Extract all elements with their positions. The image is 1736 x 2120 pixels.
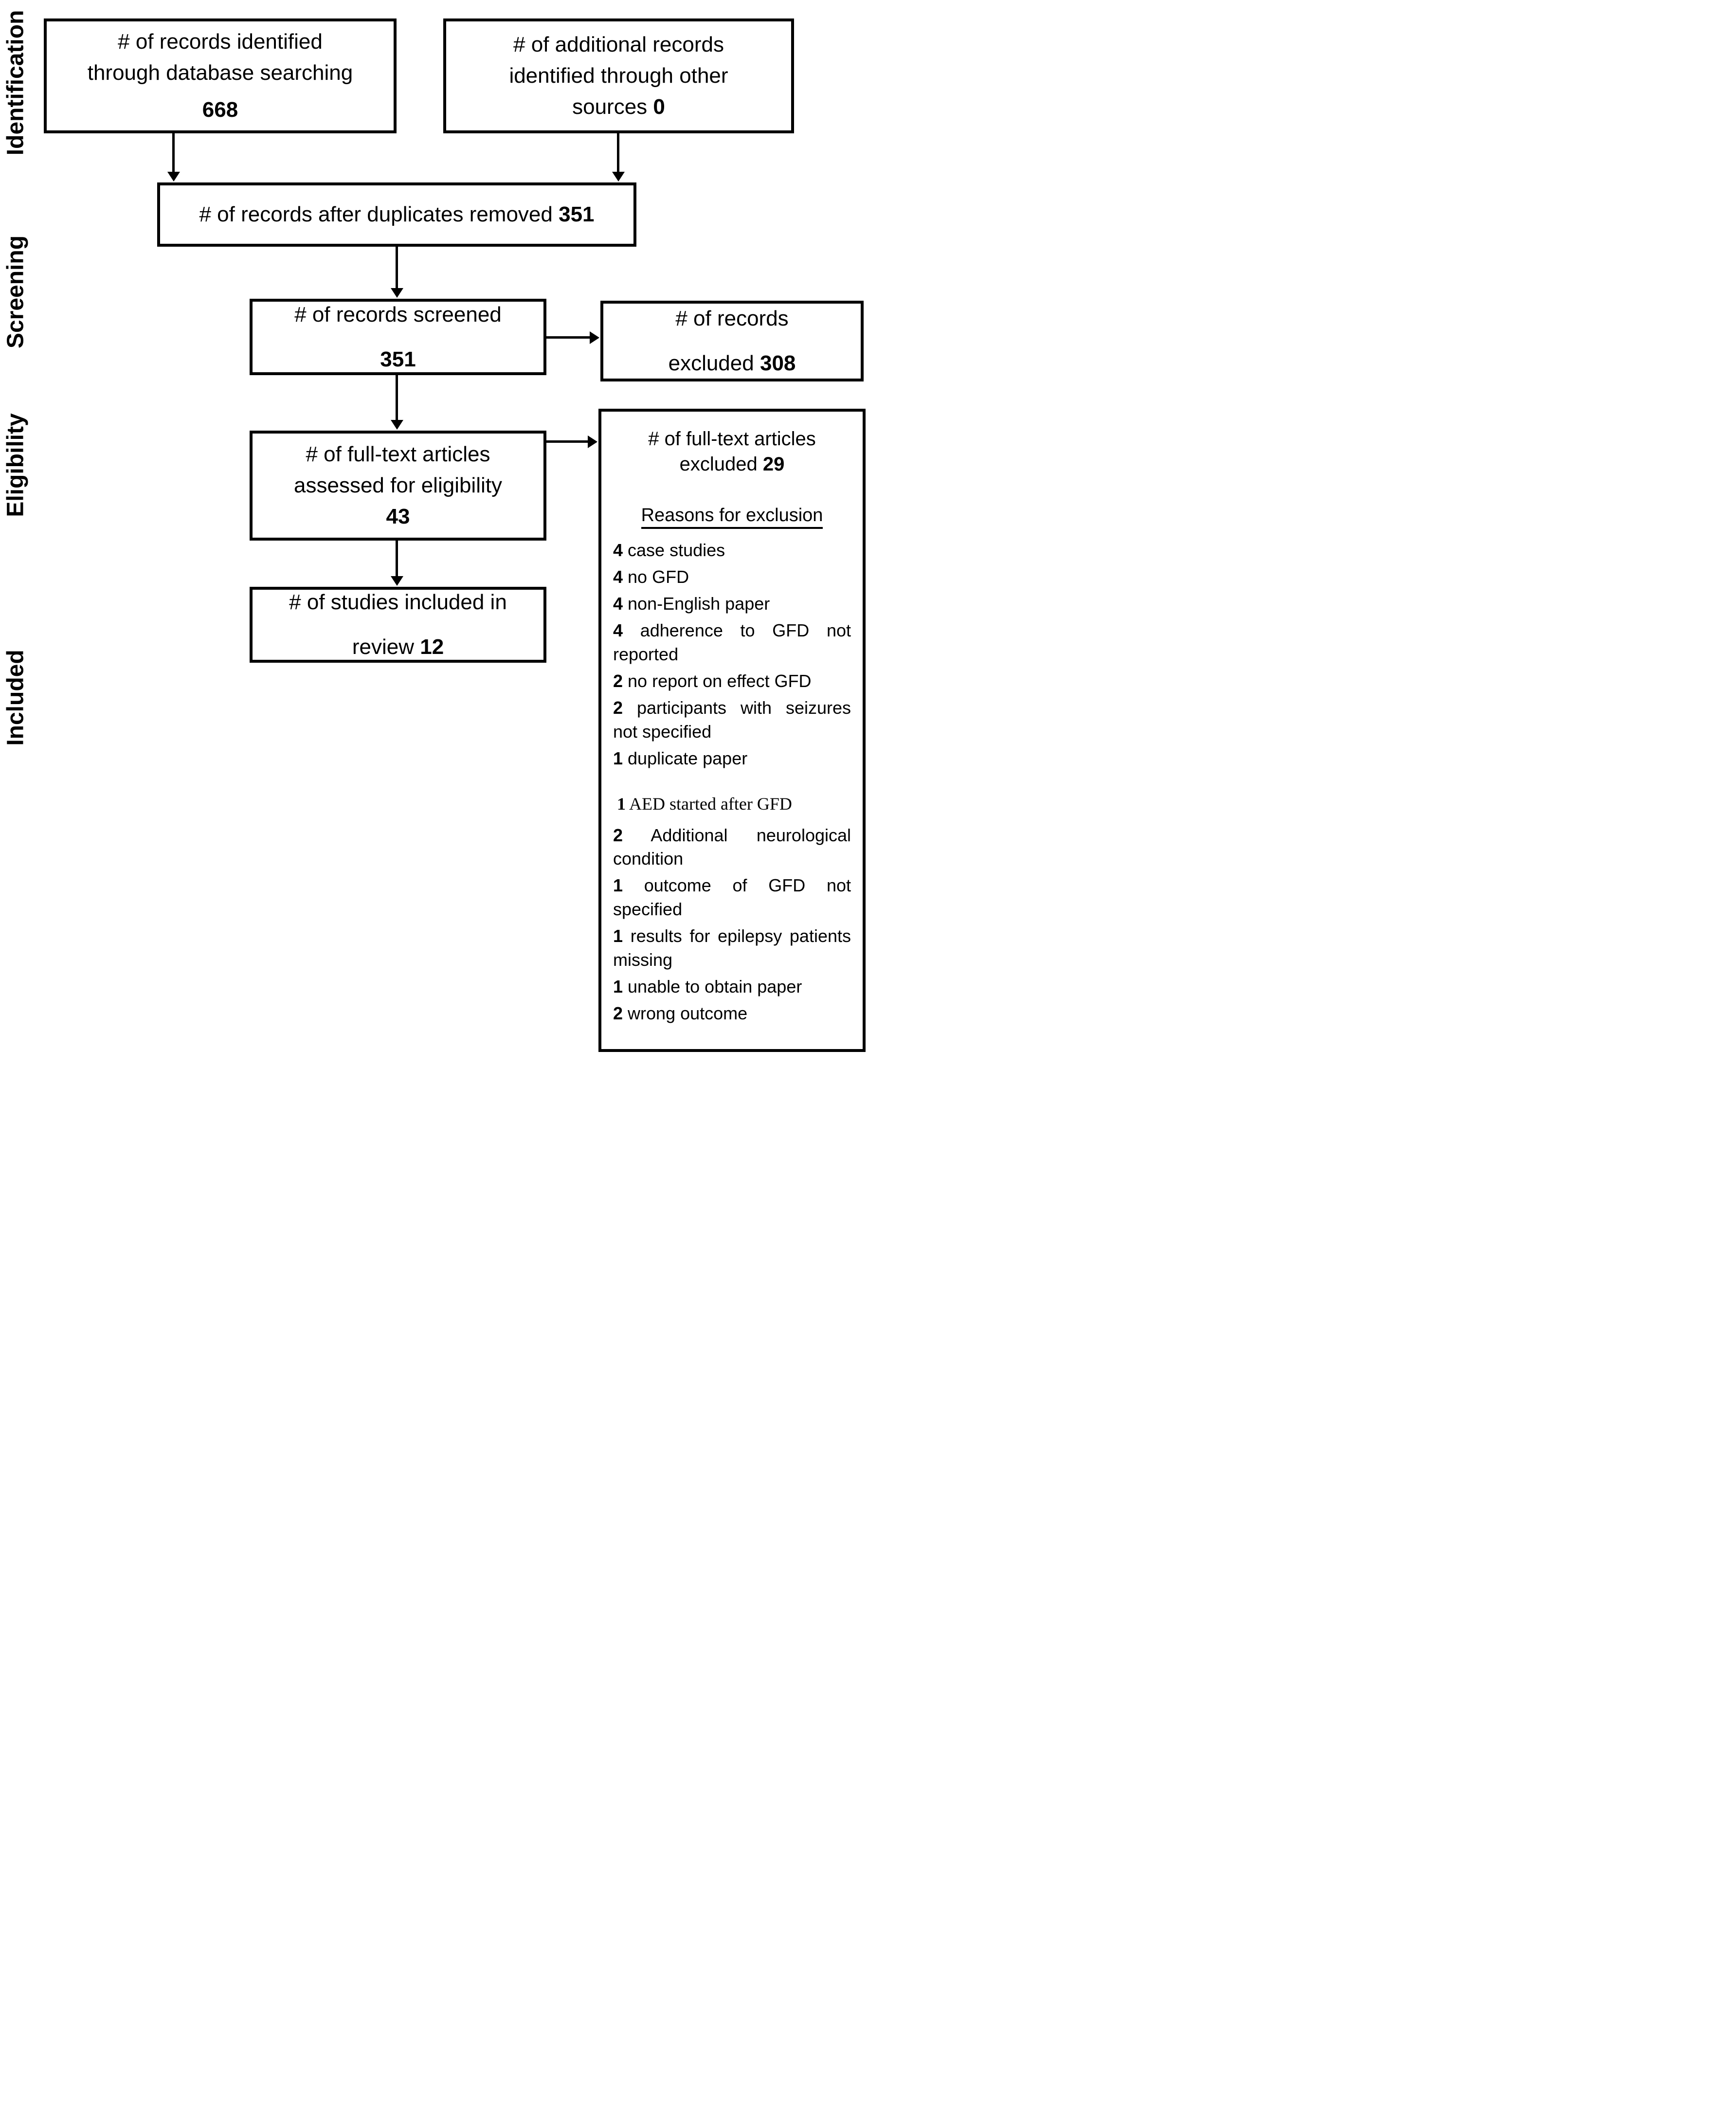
exclusion-reason: 2 Additional neurological condition bbox=[613, 825, 851, 869]
exclusion-reason: 1 results for epilepsy patients missing bbox=[613, 926, 851, 970]
records-excluded-line1: # of records bbox=[675, 307, 789, 331]
fulltext-assessed-line2: assessed for eligibility bbox=[294, 473, 502, 498]
fulltext-excluded-header: # of full-text articles excluded 29 bbox=[613, 426, 851, 477]
prisma-flow-diagram: Identification Screening Eligibility Inc… bbox=[0, 0, 868, 1060]
records-excluded-line2: excluded 308 bbox=[603, 348, 861, 379]
studies-included-line2: review 12 bbox=[253, 632, 543, 663]
box-additional-records-text: # of additional records identified throu… bbox=[446, 29, 791, 122]
exclusion-reason: 2 participants with seizures not specifi… bbox=[613, 697, 851, 742]
reasons-heading-text: Reasons for exclusion bbox=[641, 505, 823, 529]
duplicates-removed-label: # of records after duplicates removed bbox=[199, 202, 553, 227]
exclusion-reason-count: 2 bbox=[613, 1003, 623, 1024]
arrowhead-down-additional-icon bbox=[612, 172, 625, 181]
records-identified-count: 668 bbox=[202, 97, 238, 122]
studies-included-count: 12 bbox=[420, 635, 444, 659]
box-records-excluded-text: # of records excluded 308 bbox=[603, 303, 861, 379]
exclusion-reason-count: 4 bbox=[613, 620, 623, 640]
records-excluded-line2-prefix: excluded bbox=[668, 351, 754, 375]
connector-additional-to-duplicates bbox=[617, 132, 619, 174]
exclusion-reason: 1 AED started after GFD bbox=[617, 794, 792, 814]
fulltext-excluded-line2-prefix: excluded bbox=[679, 453, 758, 475]
box-records-identified: # of records identified through database… bbox=[44, 18, 397, 133]
exclusion-reason: 1 outcome of GFD not specified bbox=[613, 875, 851, 920]
arrowhead-right-fulltext-icon bbox=[588, 435, 597, 448]
arrowhead-down-duplicates-icon bbox=[391, 288, 403, 298]
fulltext-excluded-line2: excluded 29 bbox=[613, 452, 851, 477]
box-additional-records: # of additional records identified throu… bbox=[443, 18, 794, 133]
exclusion-reasons-list: 4 case studies 4 no GFD 4 non-English pape… bbox=[613, 539, 851, 1029]
exclusion-reason: 1 duplicate paper bbox=[613, 748, 748, 768]
additional-records-line1: # of additional records bbox=[513, 33, 724, 57]
exclusion-reason: 4 no GFD bbox=[613, 566, 689, 587]
arrowhead-right-screened-icon bbox=[590, 331, 599, 344]
box-fulltext-excluded: # of full-text articles excluded 29 Reas… bbox=[598, 409, 866, 1052]
exclusion-reason-count: 1 bbox=[613, 926, 623, 946]
box-duplicates-removed: # of records after duplicates removed 35… bbox=[157, 182, 636, 247]
box-duplicates-removed-text: # of records after duplicates removed 35… bbox=[160, 199, 633, 230]
stage-label-eligibility: Eligibility bbox=[2, 413, 29, 517]
connector-screened-to-fulltext bbox=[396, 374, 398, 421]
box-records-excluded: # of records excluded 308 bbox=[600, 301, 864, 381]
connector-fulltext-to-fulltext-excluded bbox=[545, 440, 590, 443]
stage-label-identification: Identification bbox=[2, 10, 29, 156]
exclusion-reason-count: 1 bbox=[617, 794, 626, 814]
studies-included-line2-prefix: review bbox=[352, 635, 414, 659]
exclusion-reason-count: 2 bbox=[613, 697, 623, 718]
additional-records-line2: identified through other bbox=[509, 64, 728, 88]
exclusion-reason: 4 case studies bbox=[613, 540, 725, 560]
box-fulltext-assessed-text: # of full-text articles assessed for eli… bbox=[253, 439, 543, 532]
exclusion-reason-count: 1 bbox=[613, 748, 623, 768]
exclusion-reason: 2 no report on effect GFD bbox=[613, 670, 812, 691]
connector-identified-to-duplicates bbox=[172, 132, 175, 174]
exclusion-reason-count: 1 bbox=[613, 977, 623, 997]
records-identified-line2: through database searching bbox=[87, 61, 353, 85]
records-identified-line1: # of records identified bbox=[118, 30, 323, 54]
connector-screened-to-excluded bbox=[545, 336, 592, 339]
fulltext-assessed-count: 43 bbox=[386, 504, 410, 528]
arrowhead-down-fulltext-icon bbox=[391, 576, 403, 586]
reasons-heading: Reasons for exclusion bbox=[613, 505, 851, 529]
exclusion-reason: 4 adherence to GFD not reported bbox=[613, 620, 851, 664]
fulltext-excluded-line1: # of full-text articles bbox=[648, 428, 816, 450]
box-records-screened-text: # of records screened 351 bbox=[253, 299, 543, 375]
box-fulltext-assessed: # of full-text articles assessed for eli… bbox=[250, 431, 546, 541]
stage-label-included: Included bbox=[2, 650, 29, 746]
additional-records-line3-prefix: sources bbox=[572, 94, 648, 119]
exclusion-reason: 2 wrong outcome bbox=[613, 1003, 748, 1024]
arrowhead-down-screened-icon bbox=[391, 420, 403, 430]
exclusion-reason-count: 2 bbox=[613, 670, 623, 691]
arrowhead-down-identified-icon bbox=[167, 172, 180, 181]
studies-included-line1: # of studies included in bbox=[289, 590, 507, 615]
box-records-screened: # of records screened 351 bbox=[250, 299, 546, 375]
exclusion-reason-count: 1 bbox=[613, 875, 623, 896]
box-records-identified-text: # of records identified through database… bbox=[47, 26, 394, 125]
records-screened-line1: # of records screened bbox=[294, 302, 502, 326]
exclusion-reason-count: 4 bbox=[613, 540, 623, 560]
duplicates-removed-count: 351 bbox=[559, 202, 595, 227]
exclusion-reason-count: 2 bbox=[613, 825, 623, 845]
fulltext-assessed-line1: # of full-text articles bbox=[306, 442, 490, 467]
records-screened-count: 351 bbox=[380, 347, 416, 371]
stage-label-screening: Screening bbox=[2, 235, 29, 349]
box-studies-included-text: # of studies included in review 12 bbox=[253, 587, 543, 663]
exclusion-reason: 4 non-English paper bbox=[613, 593, 770, 614]
connector-duplicates-to-screened bbox=[396, 246, 398, 289]
additional-records-count: 0 bbox=[653, 94, 665, 119]
records-excluded-count: 308 bbox=[760, 351, 796, 375]
connector-fulltext-to-included bbox=[396, 540, 398, 578]
exclusion-reason-count: 4 bbox=[613, 593, 623, 614]
box-studies-included: # of studies included in review 12 bbox=[250, 587, 546, 663]
fulltext-excluded-count: 29 bbox=[762, 453, 785, 475]
exclusion-reason: 1 unable to obtain paper bbox=[613, 977, 802, 997]
additional-records-line3: sources 0 bbox=[446, 91, 791, 123]
exclusion-reason-count: 4 bbox=[613, 566, 623, 587]
